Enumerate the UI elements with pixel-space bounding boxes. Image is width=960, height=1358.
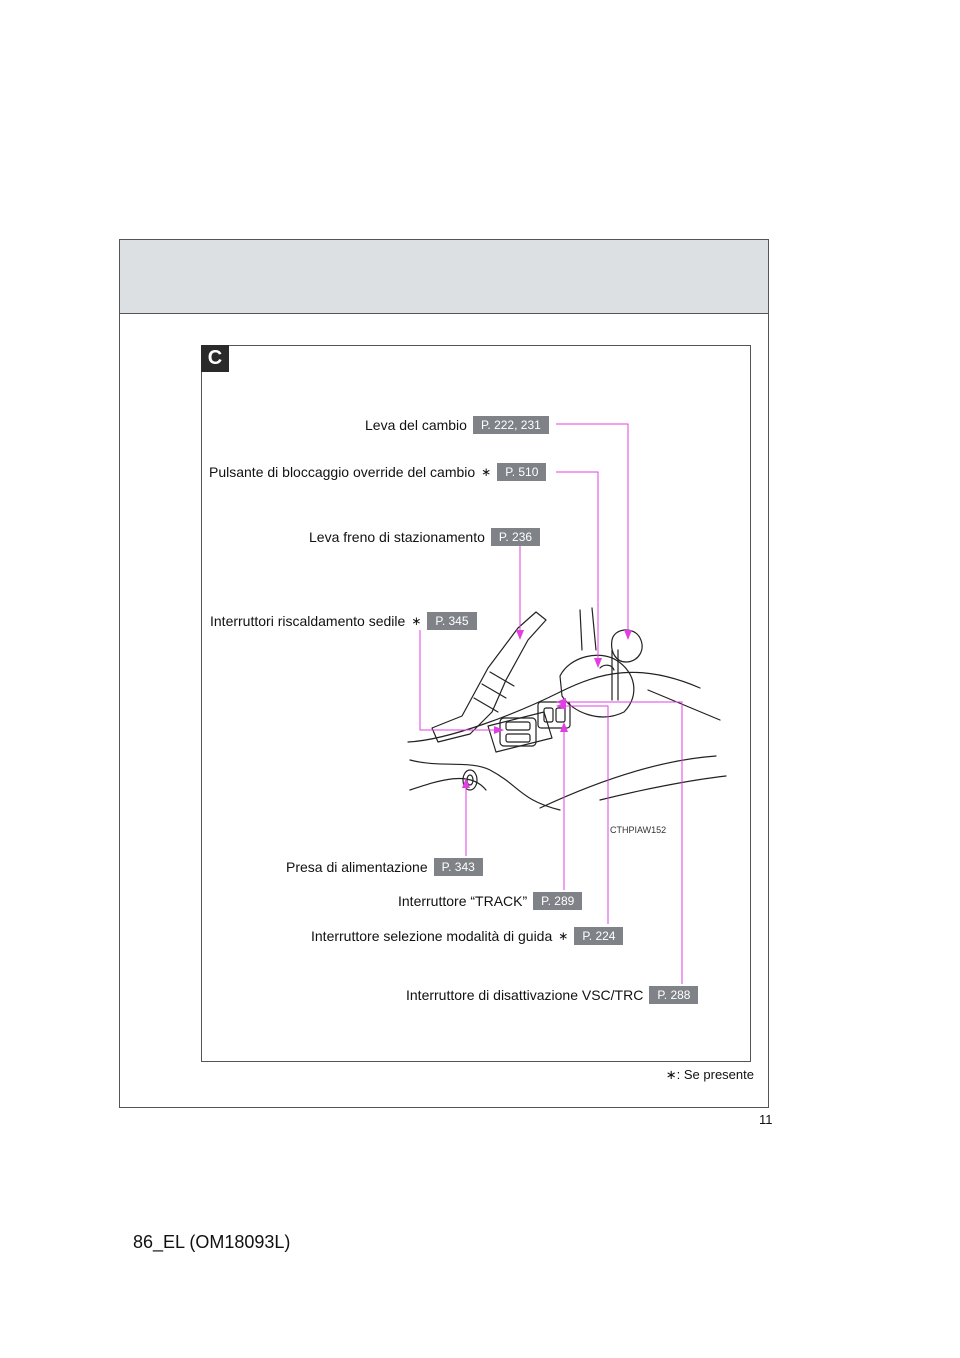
leader-override-button: [556, 471, 599, 664]
image-code: CTHPIAW152: [610, 825, 667, 835]
callout-text: Interruttore di disattivazione VSC/TRC: [406, 987, 644, 1003]
callout-vsc-trc: Interruttore di disattivazione VSC/TRC P…: [406, 986, 699, 1004]
callout-override-button: Pulsante di bloccaggio override del camb…: [209, 463, 547, 481]
callout-text: Interruttore “TRACK”: [398, 893, 528, 909]
leader-mode-select: [560, 705, 609, 924]
callout-text: Leva freno di stazionamento: [309, 529, 485, 545]
section-tag: C: [201, 345, 229, 372]
callout-text: Leva del cambio: [365, 417, 467, 433]
optional-marker: ∗: [558, 929, 569, 943]
leader-shift-lever: [556, 423, 629, 636]
callout-text: Presa di alimentazione: [286, 859, 428, 875]
callout-track-switch: Interruttore “TRACK” P. 289: [398, 892, 583, 910]
page-ref-badge: P. 288: [649, 986, 699, 1004]
power-outlet-shape: [462, 769, 478, 791]
callout-text: Pulsante di bloccaggio override del camb…: [209, 464, 476, 480]
document-id: 86_EL (OM18093L): [133, 1232, 291, 1252]
footnote: ∗: Se presente: [665, 1067, 754, 1082]
page-ref-badge: P. 510: [497, 463, 547, 481]
illustration-panel: [201, 345, 751, 1062]
page-ref-badge: P. 289: [533, 892, 583, 910]
page-ref-badge: P. 236: [490, 528, 541, 546]
callout-mode-select: Interruttore selezione modalità di guida…: [311, 927, 624, 945]
callout-shift-lever: Leva del cambio P. 222, 231: [365, 416, 549, 434]
optional-marker: ∗: [411, 614, 422, 628]
page-ref-badge: P. 343: [433, 858, 483, 876]
callout-seat-heater: Interruttori riscaldamento sedile ∗ P. 3…: [210, 612, 477, 630]
page-ref-badge: P. 222, 231: [472, 416, 549, 434]
switch-cluster: [537, 701, 571, 729]
page-number: 11: [759, 1112, 773, 1127]
optional-marker: ∗: [481, 465, 492, 479]
parking-brake-lever: [431, 611, 547, 743]
page-ref-badge: P. 345: [427, 612, 477, 630]
page-frame: [119, 239, 769, 1108]
callout-parking-brake: Leva freno di stazionamento P. 236: [309, 528, 541, 546]
shift-boot: [559, 654, 635, 718]
leader-vsc-trc: [560, 701, 683, 984]
header-band: [120, 240, 768, 314]
page-ref-badge: P. 224: [574, 927, 624, 945]
leader-seat-heater: [419, 630, 500, 731]
callout-power-outlet: Presa di alimentazione P. 343: [286, 858, 483, 876]
callout-text: Interruttori riscaldamento sedile: [210, 613, 406, 629]
callout-text: Interruttore selezione modalità di guida: [311, 928, 553, 944]
